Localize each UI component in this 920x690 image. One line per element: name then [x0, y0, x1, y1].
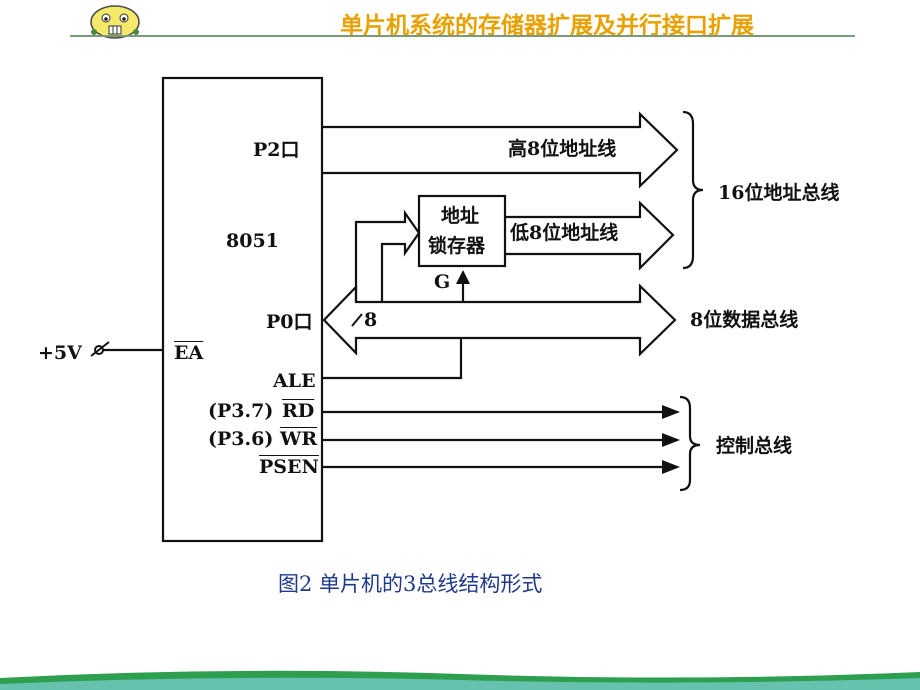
latch-gate-label: G	[434, 271, 451, 293]
rd-prefix-label: (P3.7)	[208, 400, 274, 422]
high-address-label: 高8位地址线	[508, 138, 617, 160]
header-divider	[70, 35, 855, 37]
mascot-logo-icon	[90, 5, 140, 39]
low-address-arrow	[505, 200, 675, 271]
vcc-label: +5V	[38, 342, 82, 364]
latch-label-line1: 地址	[441, 205, 480, 227]
address-latch-box	[417, 194, 507, 268]
p0-to-latch-arrow	[354, 209, 421, 302]
control-bus-label: 控制总线	[716, 435, 793, 457]
high-address-arrow	[323, 111, 679, 189]
latch-label-line2: 锁存器	[428, 235, 486, 257]
ale-line	[322, 338, 463, 380]
bus-width-mark	[351, 313, 363, 327]
ea-pin-label: EA	[174, 342, 204, 364]
address-bus-brace	[682, 110, 704, 270]
chip-body	[161, 76, 324, 543]
psen-arrowhead	[662, 460, 680, 474]
g-arrowhead	[456, 270, 470, 284]
low-address-label: 低8位地址线	[510, 222, 619, 244]
rd-arrowhead	[662, 405, 680, 419]
wr-pin-label: WR	[280, 428, 318, 450]
address-bus-label: 16位地址总线	[718, 182, 840, 204]
p0-port-label: P0口	[266, 311, 313, 333]
slide-title: 单片机系统的存储器扩展及并行接口扩展	[340, 13, 754, 39]
rd-pin-label: RD	[282, 400, 315, 422]
chip-label: 8051	[226, 230, 279, 252]
wr-arrowhead	[662, 433, 680, 447]
psen-pin-label: PSEN	[259, 456, 319, 478]
ale-pin-label: ALE	[273, 370, 316, 392]
data-bus-label: 8位数据总线	[690, 309, 799, 331]
control-bus-brace	[679, 395, 701, 492]
bus-width-label: 8	[364, 309, 378, 331]
figure-caption: 图2 单片机的3总线结构形式	[278, 572, 543, 596]
wr-prefix-label: (P3.6)	[208, 428, 274, 450]
p2-port-label: P2口	[253, 139, 300, 161]
bottom-wave-band	[0, 670, 920, 690]
